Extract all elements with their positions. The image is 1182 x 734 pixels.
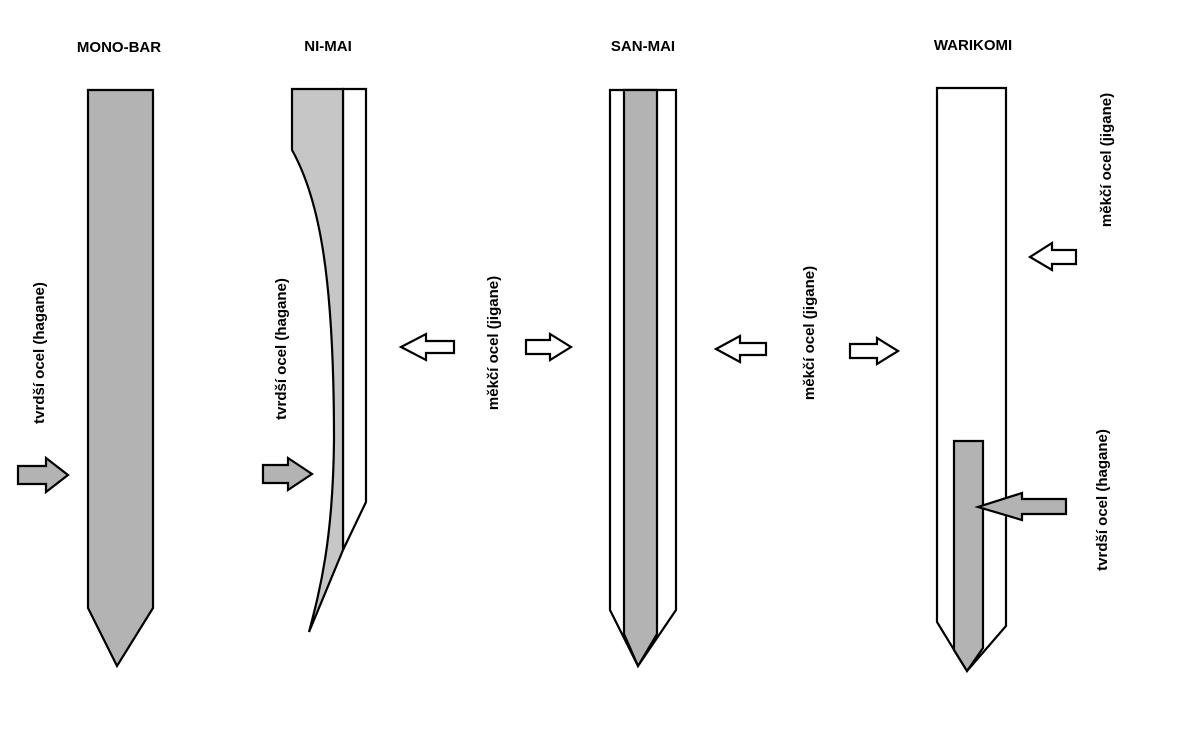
blade-warikomi [935,86,1008,674]
label-warikomi-soft-steel: měkčí ocel (jigane) [1098,93,1115,227]
title-mono-bar: MONO-BAR [77,39,161,56]
title-warikomi: WARIKOMI [934,37,1012,54]
label-nimai-hard-steel: tvrdší ocel (hagane) [273,278,290,420]
label-soft-steel-1: měkčí ocel (jigane) [485,276,502,410]
title-ni-mai: NI-MAI [304,38,352,55]
arrow-mono-hard [16,455,70,495]
arrow-soft-left-1 [398,332,456,362]
arrow-soft-left-2 [713,334,768,364]
blade-ni-mai [290,87,368,633]
arrow-warikomi-hard [974,491,1068,522]
arrow-nimai-hard [261,455,314,493]
blade-san-mai [608,88,678,669]
arrow-soft-right-1 [524,332,574,362]
arrow-warikomi-soft [1027,240,1078,272]
title-san-mai: SAN-MAI [611,38,675,55]
label-mono-hard-steel: tvrdší ocel (hagane) [31,282,48,424]
arrow-soft-right-2 [848,336,901,366]
label-warikomi-hard-steel: tvrdší ocel (hagane) [1094,429,1111,571]
label-soft-steel-2: měkčí ocel (jigane) [801,266,818,400]
blade-mono-bar [86,88,155,669]
